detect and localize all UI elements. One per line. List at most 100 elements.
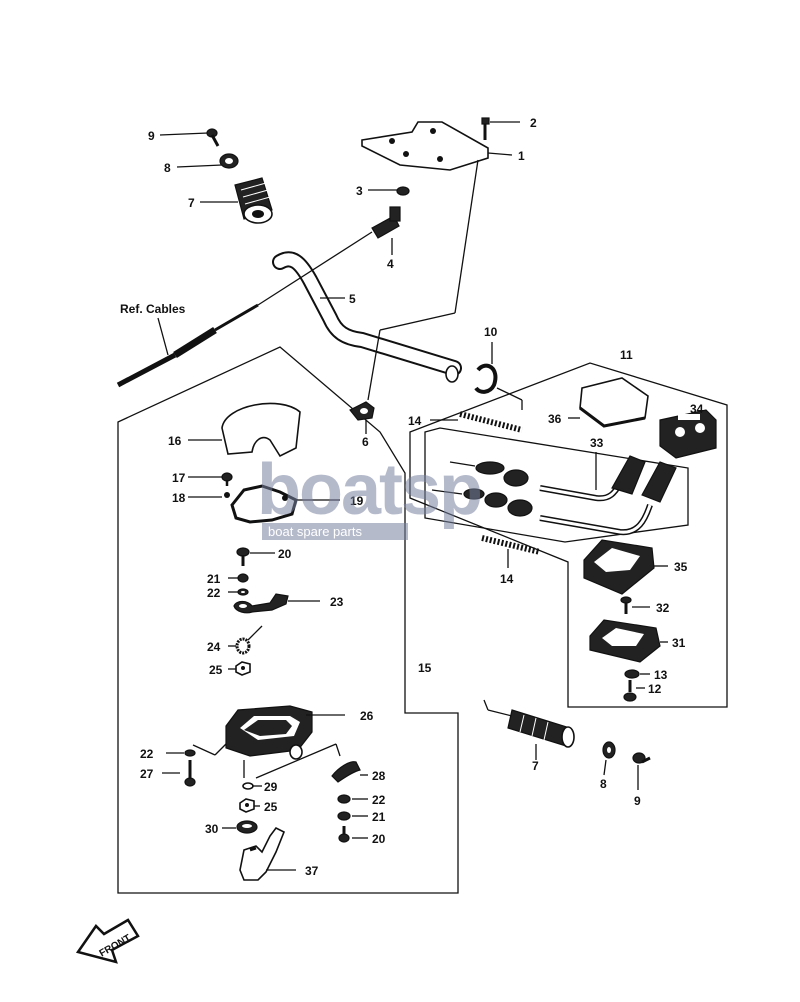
callout-28: 28 — [372, 769, 386, 783]
nut-25-top — [228, 661, 251, 676]
cable-set-33 — [431, 452, 677, 536]
leader-1c — [367, 329, 381, 401]
callout-37: 37 — [305, 864, 319, 878]
spring-14-bottom — [481, 535, 541, 568]
callout-20-bottom: 20 — [372, 832, 386, 846]
link-lines-26 — [255, 743, 341, 779]
spring-14-top — [430, 411, 523, 433]
nut-25-bottom — [239, 798, 260, 813]
throttle-lever-37 — [239, 826, 296, 881]
leader-1b — [379, 312, 456, 331]
switch-34 — [659, 409, 717, 459]
housing-35 — [583, 539, 668, 595]
clamp-6 — [349, 401, 375, 434]
callout-21-top: 21 — [207, 572, 221, 586]
callout-8-bottom: 8 — [600, 777, 607, 791]
nut-8-top — [176, 153, 239, 169]
callout-12: 12 — [648, 682, 662, 696]
washer-3 — [368, 186, 410, 196]
clip-10 — [474, 342, 523, 410]
callout-31: 31 — [672, 636, 686, 650]
washer-21-bottom — [337, 811, 368, 821]
cover-16 — [188, 402, 301, 458]
bolt-9-top — [159, 128, 220, 147]
lever-23 — [233, 593, 320, 614]
callout-27: 27 — [140, 767, 154, 781]
screw-17 — [188, 472, 233, 486]
callout-32: 32 — [656, 601, 670, 615]
handlebar-5 — [272, 251, 462, 383]
callout-5: 5 — [349, 292, 356, 306]
callout-24: 24 — [207, 640, 221, 654]
screw-12 — [623, 680, 645, 702]
callout-11: 11 — [620, 348, 633, 362]
housing-26 — [225, 705, 345, 760]
bolt-2 — [481, 117, 520, 140]
callout-6: 6 — [362, 435, 369, 449]
callout-18: 18 — [172, 491, 186, 505]
watermark-tagline: boat spare parts — [262, 523, 408, 540]
watermark-logo: boatsp — [257, 450, 483, 530]
callout-4: 4 — [387, 257, 394, 271]
ref-cables-label: Ref. Cables — [120, 302, 186, 316]
callout-35: 35 — [674, 560, 688, 574]
plate-18-19 — [188, 484, 340, 524]
callout-33: 33 — [590, 436, 604, 450]
callout-26: 26 — [360, 709, 374, 723]
callout-23: 23 — [330, 595, 344, 609]
screw-20-top — [236, 547, 275, 566]
callout-14-bottom: 14 — [500, 572, 514, 586]
callout-9-top: 9 — [148, 129, 155, 143]
callout-25-bottom: 25 — [264, 800, 278, 814]
callout-2: 2 — [530, 116, 537, 130]
callout-30: 30 — [205, 822, 219, 836]
callout-25-top: 25 — [209, 663, 223, 677]
callout-7-bottom: 7 — [532, 759, 539, 773]
callout-16: 16 — [168, 434, 182, 448]
group-33-outline — [424, 427, 689, 543]
callout-15: 15 — [418, 661, 432, 675]
grip-7-bottom — [483, 699, 575, 760]
group-15-outline — [117, 346, 459, 894]
callout-7-top: 7 — [188, 196, 195, 210]
callout-19: 19 — [350, 494, 364, 508]
fitting-4 — [371, 206, 401, 255]
callout-13: 13 — [654, 668, 668, 682]
callout-22-top: 22 — [207, 586, 221, 600]
nut-8-bottom — [602, 741, 616, 776]
bolt-9-bottom — [632, 752, 651, 790]
group-11-outline — [409, 362, 728, 708]
washer-22-top — [228, 588, 249, 596]
screw-32 — [620, 596, 650, 614]
callout-22-mid: 22 — [140, 747, 154, 761]
ring-30 — [222, 820, 258, 834]
washer-13 — [624, 669, 650, 679]
washer-22-bottom — [337, 794, 368, 804]
washer-21-top — [228, 573, 249, 583]
callout-34: 34 — [690, 402, 704, 416]
screw-20-bottom — [338, 826, 368, 843]
callout-8-top: 8 — [164, 161, 171, 175]
housing-31 — [589, 619, 668, 663]
grip-7-top — [200, 177, 273, 224]
box-36 — [568, 377, 649, 428]
bracket-1 — [361, 121, 513, 171]
callout-10: 10 — [484, 325, 498, 339]
spring-24 — [228, 625, 263, 655]
callout-29: 29 — [264, 780, 278, 794]
clip-28 — [331, 761, 368, 783]
callout-3: 3 — [356, 184, 363, 198]
callout-1: 1 — [518, 149, 525, 163]
front-arrow-icon: FRONT — [75, 918, 140, 964]
screw-27 — [162, 760, 196, 787]
ref-cable — [116, 231, 373, 388]
callout-9-bottom: 9 — [634, 794, 641, 808]
callout-36: 36 — [548, 412, 562, 426]
washer-29 — [242, 760, 262, 790]
callout-17: 17 — [172, 471, 186, 485]
callout-20-top: 20 — [278, 547, 292, 561]
leader-1 — [454, 159, 479, 314]
callout-14-top: 14 — [408, 414, 422, 428]
